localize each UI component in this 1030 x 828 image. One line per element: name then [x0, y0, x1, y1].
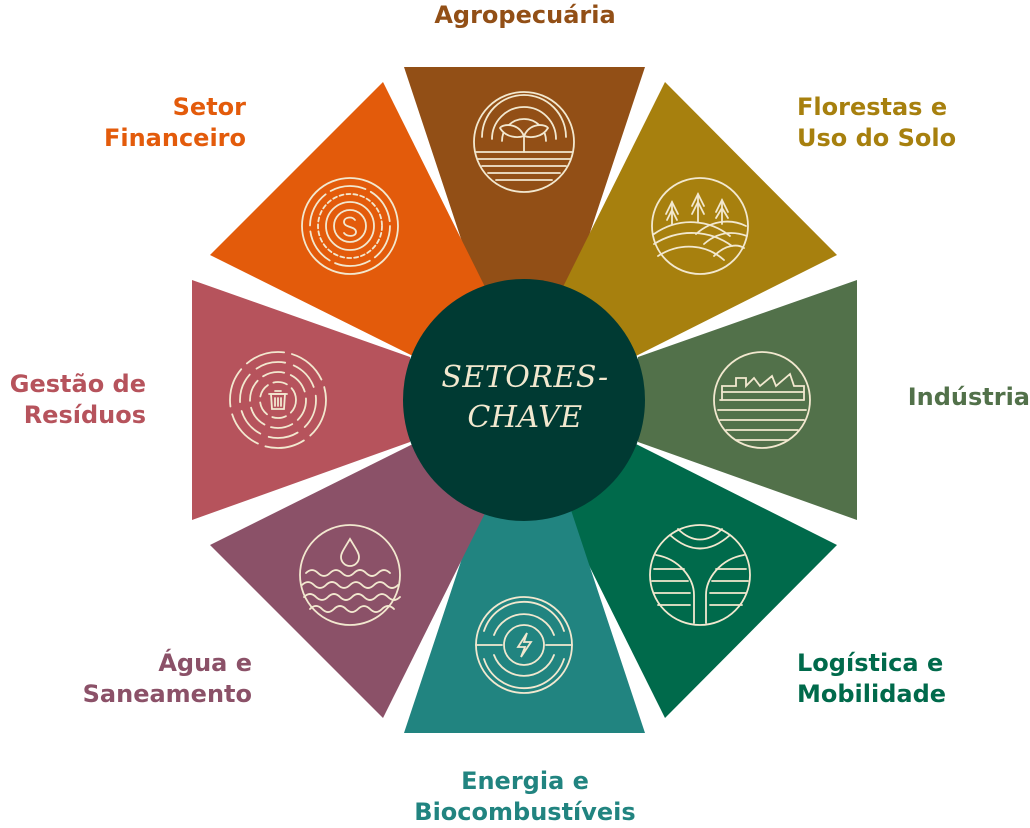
label-line: Saneamento — [82, 680, 252, 708]
road-junction-icon — [649, 524, 751, 626]
label-agropecuaria[interactable]: Agropecuária — [425, 0, 625, 31]
label-industria[interactable]: Indústria — [880, 382, 1030, 413]
label-line: Mobilidade — [797, 680, 947, 708]
label-line: Energia e — [461, 767, 589, 795]
label-financeiro[interactable]: Setor Financeiro — [40, 92, 246, 154]
label-line: Financeiro — [103, 124, 246, 152]
sector-energia[interactable] — [404, 498, 645, 733]
label-logistica[interactable]: Logística e Mobilidade — [797, 648, 946, 710]
center-circle — [403, 279, 645, 521]
sprout-icon — [473, 91, 575, 193]
label-line: Gestão de — [9, 370, 146, 398]
label-line: Florestas e — [797, 93, 948, 121]
center-title: SETORES- CHAVE — [405, 358, 645, 438]
center-title-line-1: SETORES- — [441, 360, 609, 395]
label-residuos[interactable]: Gestão de Resíduos — [0, 369, 146, 431]
center-title-line-2: CHAVE — [467, 400, 583, 435]
sector-residuos[interactable] — [192, 280, 410, 520]
water-drop-icon — [299, 524, 401, 626]
trash-bin-icon — [229, 351, 327, 449]
sector-logistica[interactable] — [553, 433, 837, 718]
label-line: Resíduos — [23, 401, 146, 429]
sector-financeiro[interactable] — [210, 82, 495, 367]
sector-agua[interactable] — [210, 433, 495, 718]
label-line: Logística e — [797, 649, 944, 677]
label-agua[interactable]: Água e Saneamento — [20, 648, 252, 710]
label-line: Indústria — [907, 383, 1030, 411]
coin-icon — [301, 177, 399, 275]
label-line: Agropecuária — [434, 1, 616, 29]
sector-florestas[interactable] — [553, 82, 837, 367]
label-florestas[interactable]: Florestas e Uso do Solo — [797, 92, 956, 154]
label-energia[interactable]: Energia e Biocombustíveis — [385, 766, 665, 828]
label-line: Uso do Solo — [797, 124, 957, 152]
label-line: Biocombustíveis — [414, 798, 636, 826]
label-line: Água e — [158, 649, 252, 677]
factory-icon — [713, 351, 811, 449]
trees-hills-icon — [651, 177, 749, 275]
label-line: Setor — [172, 93, 246, 121]
lightning-icon — [475, 596, 573, 694]
